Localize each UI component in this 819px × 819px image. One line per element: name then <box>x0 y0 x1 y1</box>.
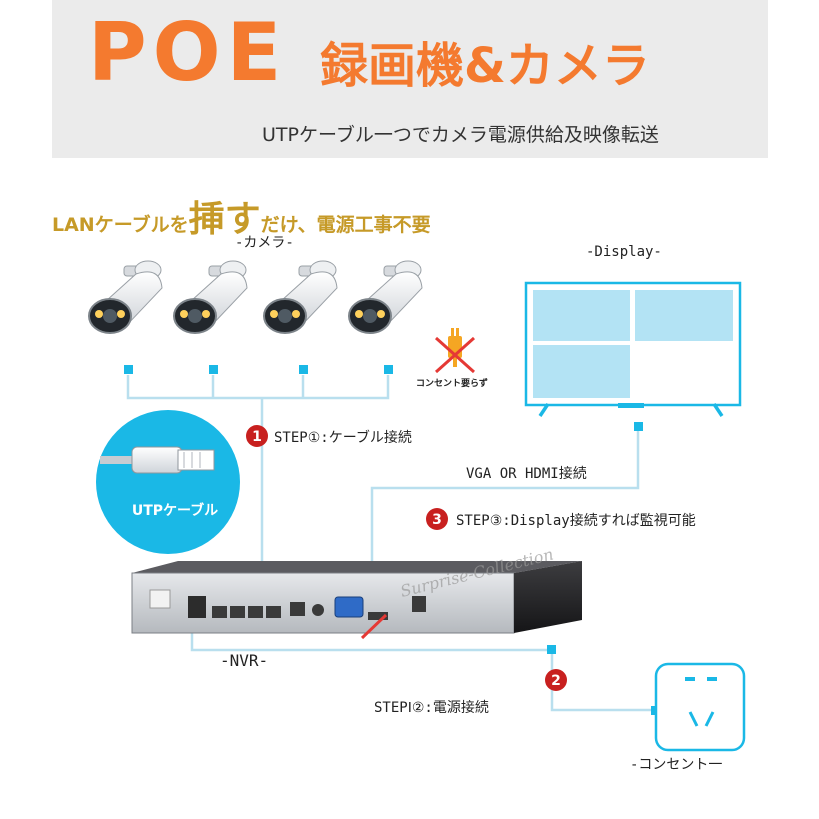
subtitle: UTPケーブル一つでカメラ電源供給及映像転送 <box>262 124 659 146</box>
outlet-label: -コンセント一 <box>630 757 723 773</box>
lan-heading-emph: 挿す <box>188 199 261 240</box>
step-1-label: STEP①:ケーブル接続 <box>274 430 412 446</box>
step-3-label: STEP③:Display接続すれば監視可能 <box>456 513 696 529</box>
step-1-badge-number: 1 <box>252 429 262 445</box>
camera-4-icon <box>348 260 423 334</box>
camera-1-icon <box>88 260 163 334</box>
step-3-badge-number: 3 <box>432 512 442 528</box>
nvr-label: -NVR- <box>220 651 269 670</box>
no-plug-icon <box>434 328 476 374</box>
title-recorder-camera: 録画機&カメラ <box>320 38 650 94</box>
utp-cable-label: UTPケーブル <box>132 502 218 519</box>
display-monitor-icon <box>524 281 742 417</box>
camera-label: -カメラ- <box>235 235 294 251</box>
nvr-recorder-icon <box>131 561 582 640</box>
vga-hdmi-label: VGA OR HDMI接続 <box>466 466 587 482</box>
header-banner <box>52 0 768 158</box>
step-2-badge: 2 <box>545 669 567 691</box>
camera-2-icon <box>173 260 248 334</box>
step-1-badge: 1 <box>246 425 268 447</box>
lan-heading-suffix: だけ、電源工事不要 <box>260 214 431 236</box>
step-2-badge-number: 2 <box>551 673 561 689</box>
step-3-badge: 3 <box>426 508 448 530</box>
title-poe: POE <box>88 6 288 99</box>
lan-heading-prefix: LANケーブルを <box>52 214 189 236</box>
display-label: -Display- <box>586 244 662 260</box>
utp-cable-icon <box>96 410 240 554</box>
step-2-label: STEPⅠ②:電源接続 <box>374 700 489 716</box>
lan-heading: LANケーブルを挿すだけ、電源工事不要 <box>52 190 431 242</box>
no-outlet-label: コンセント要らず <box>416 379 488 389</box>
camera-3-icon <box>263 260 338 334</box>
power-outlet-icon <box>654 662 746 752</box>
